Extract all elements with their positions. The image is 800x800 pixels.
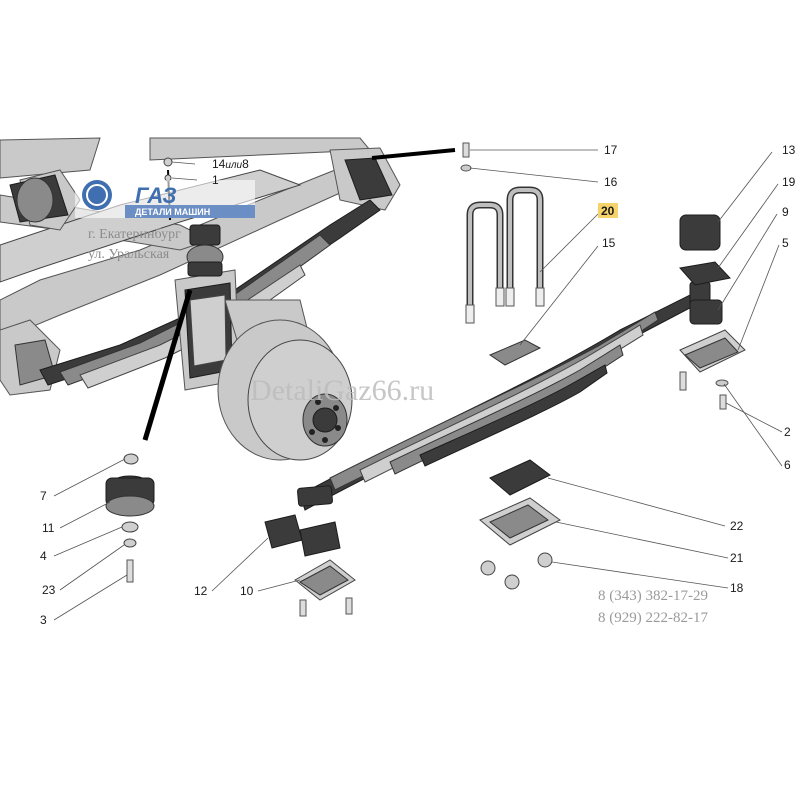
brake-drum [217, 319, 353, 461]
left-leaf-spring [39, 199, 381, 389]
lower-center-parts [479, 459, 561, 590]
pointer-arrow-left [142, 289, 193, 441]
watermark-phone-2: 8 (929) 222-82-17 [598, 610, 708, 626]
label-18: 18 [730, 581, 744, 595]
right-bump-stop-parts [679, 214, 746, 410]
label-6: 6 [784, 458, 791, 472]
label-9: 9 [782, 205, 789, 219]
axle-bracket [174, 269, 311, 391]
label-22: 22 [730, 519, 744, 533]
pointer-arrow-top [371, 148, 456, 160]
watermark-phone-1: 8 (343) 382-17-29 [598, 588, 708, 604]
u-bolts [465, 186, 545, 324]
watermark-city: г. Екатеринбург [88, 227, 181, 242]
label-20: 20 [601, 204, 615, 218]
label-4: 4 [40, 549, 47, 563]
label-16: 16 [604, 175, 618, 189]
logo-brand: ГАЗ [135, 183, 177, 208]
label-23: 23 [42, 583, 56, 597]
label-7: 7 [40, 489, 47, 503]
label-3: 3 [40, 613, 47, 627]
label-14: 14или8 [212, 157, 249, 171]
label-5: 5 [782, 236, 789, 250]
label-10: 10 [240, 584, 254, 598]
watermark-site: DetaliGaz66.ru [250, 374, 434, 407]
label-17: 17 [604, 143, 618, 157]
label-2: 2 [784, 425, 791, 439]
label-1: 1 [212, 173, 219, 187]
label-20-highlight [598, 203, 618, 218]
left-exploded-parts [105, 453, 155, 583]
label-15: 15 [602, 236, 616, 250]
label-13: 13 [782, 143, 796, 157]
watermark-street: ул. Уральская [88, 247, 170, 262]
label-11: 11 [42, 521, 55, 535]
exploded-leaf-spring [297, 281, 711, 511]
logo: ГАЗ ДЕТАЛИ МАШИН [75, 180, 255, 218]
frame-bump-stop [186, 224, 224, 277]
label-12: 12 [194, 584, 208, 598]
spacer-plate [488, 339, 542, 366]
label-19: 19 [782, 175, 796, 189]
lower-left-parts [264, 514, 356, 617]
part-number-labels: 17 16 13 19 9 5 20 15 2 6 14или8 1 7 11 … [40, 143, 796, 627]
logo-tagline: ДЕТАЛИ МАШИН [135, 207, 210, 217]
label-21: 21 [730, 551, 744, 565]
callout-lines [53, 149, 783, 621]
